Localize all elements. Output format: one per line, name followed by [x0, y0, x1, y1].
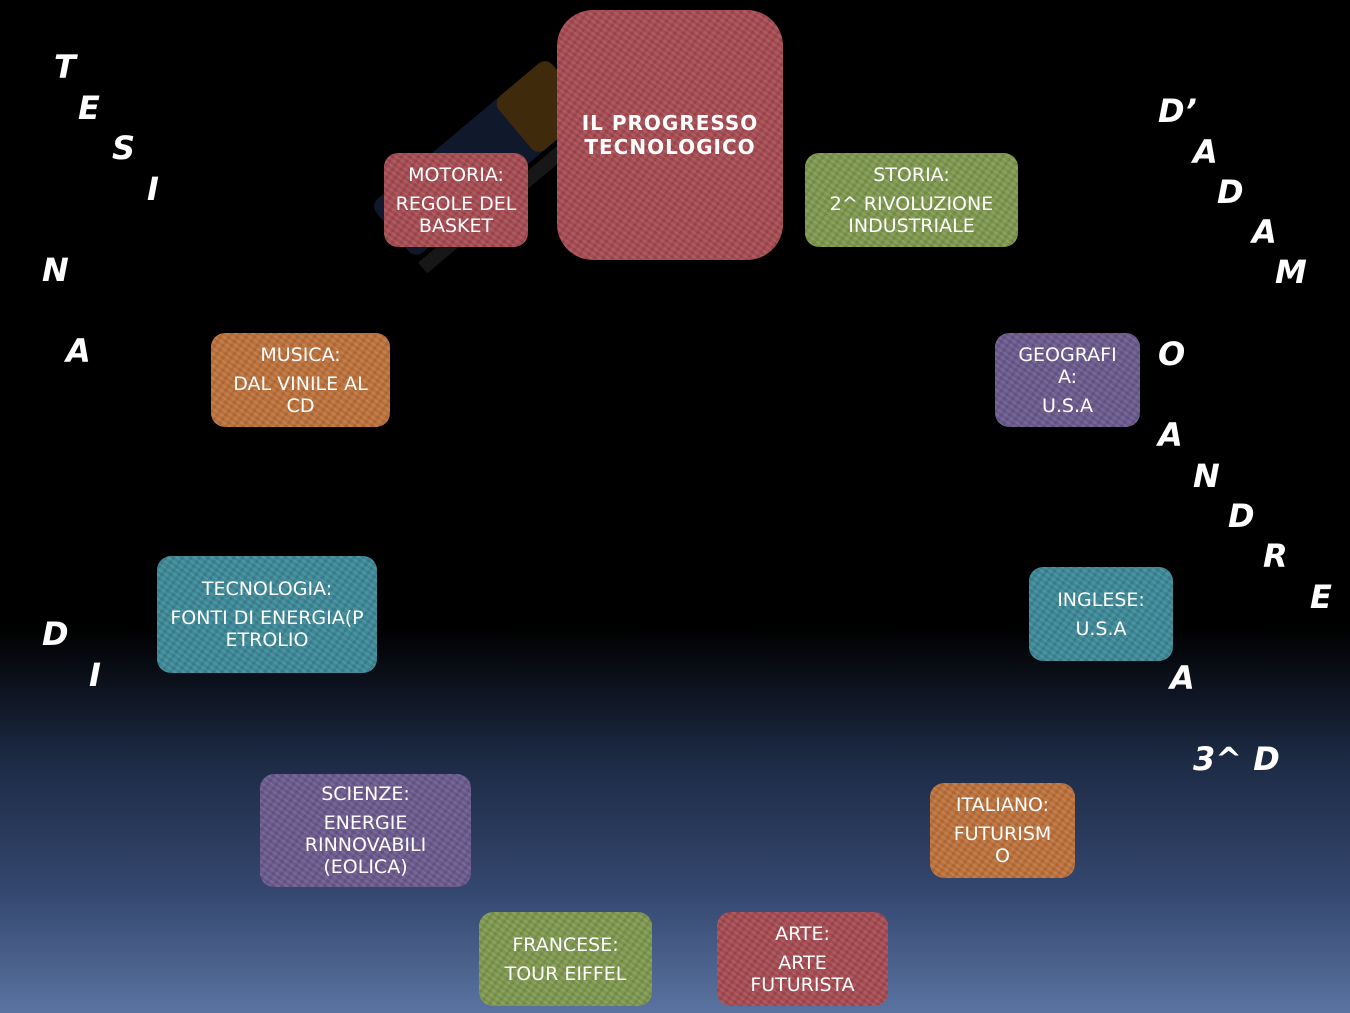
box-motoria-topic: REGOLE DEL BASKET — [395, 192, 517, 237]
box-scienze: SCIENZE: ENERGIE RINNOVABILI (EOLICA) — [260, 774, 471, 887]
left-letter: T — [54, 48, 76, 86]
box-tecnologia: TECNOLOGIA: FONTI DI ENERGIA(PETROLIO — [157, 556, 377, 673]
left-letter: I — [147, 170, 159, 208]
center-topic-box: IL PROGRESSO TECNOLOGICO — [557, 10, 783, 260]
box-storia-subject: STORIA: — [873, 163, 950, 186]
box-inglese: INGLESE: U.S.A — [1029, 567, 1173, 661]
right-letter: D’ — [1158, 92, 1197, 130]
box-tecnologia-topic: FONTI DI ENERGIA(PETROLIO — [170, 607, 364, 651]
left-letter: D — [42, 615, 69, 653]
box-motoria-subject: MOTORIA: — [408, 163, 504, 186]
right-letter: A — [1158, 416, 1183, 454]
right-letter: A — [1252, 213, 1277, 251]
box-inglese-topic: U.S.A — [1075, 617, 1127, 640]
right-letter: 3^ D — [1193, 740, 1280, 778]
box-motoria: MOTORIA: REGOLE DEL BASKET — [384, 153, 528, 247]
box-musica-topic: DAL VINILE AL CD — [233, 372, 368, 417]
right-letter: A — [1170, 659, 1195, 697]
center-title: IL PROGRESSO TECNOLOGICO — [581, 111, 759, 159]
box-geografia-subject: GEOGRAFIA: — [1018, 343, 1117, 388]
box-inglese-subject: INGLESE: — [1057, 588, 1145, 611]
right-letter: E — [1310, 578, 1332, 616]
box-italiano-topic: FUTURISMO — [953, 823, 1052, 867]
left-letter: E — [78, 89, 100, 127]
left-letter: N — [42, 251, 69, 289]
box-francese-topic: TOUR EIFFEL — [504, 962, 627, 985]
right-letter: D — [1228, 497, 1255, 535]
box-francese-subject: FRANCESE: — [512, 933, 619, 956]
right-letter: M — [1275, 253, 1307, 291]
box-musica: MUSICA: DAL VINILE AL CD — [211, 333, 390, 427]
box-geografia: GEOGRAFIA: U.S.A — [995, 333, 1140, 427]
box-arte: ARTE: ARTE FUTURISTA — [717, 912, 888, 1006]
box-tecnologia-subject: TECNOLOGIA: — [201, 578, 333, 600]
box-italiano-subject: ITALIANO: — [955, 794, 1050, 816]
box-arte-subject: ARTE: — [775, 922, 830, 945]
right-letter: D — [1217, 173, 1244, 211]
box-francese: FRANCESE: TOUR EIFFEL — [479, 912, 652, 1006]
box-arte-topic: ARTE FUTURISTA — [750, 951, 855, 996]
box-scienze-subject: SCIENZE: — [321, 783, 410, 805]
right-letter: R — [1263, 537, 1288, 575]
box-musica-subject: MUSICA: — [260, 343, 341, 366]
box-storia: STORIA: 2^ RIVOLUZIONE INDUSTRIALE — [805, 153, 1018, 247]
left-letter: I — [89, 656, 101, 694]
right-letter: O — [1158, 335, 1186, 373]
left-letter: S — [112, 129, 136, 167]
box-italiano: ITALIANO: FUTURISMO — [930, 783, 1075, 878]
left-letter: A — [66, 332, 91, 370]
box-storia-topic: 2^ RIVOLUZIONE INDUSTRIALE — [829, 192, 994, 237]
box-scienze-topic: ENERGIE RINNOVABILI (EOLICA) — [304, 812, 427, 878]
right-letter: A — [1193, 133, 1218, 171]
box-geografia-topic: U.S.A — [1041, 394, 1094, 417]
right-letter: N — [1193, 457, 1220, 495]
